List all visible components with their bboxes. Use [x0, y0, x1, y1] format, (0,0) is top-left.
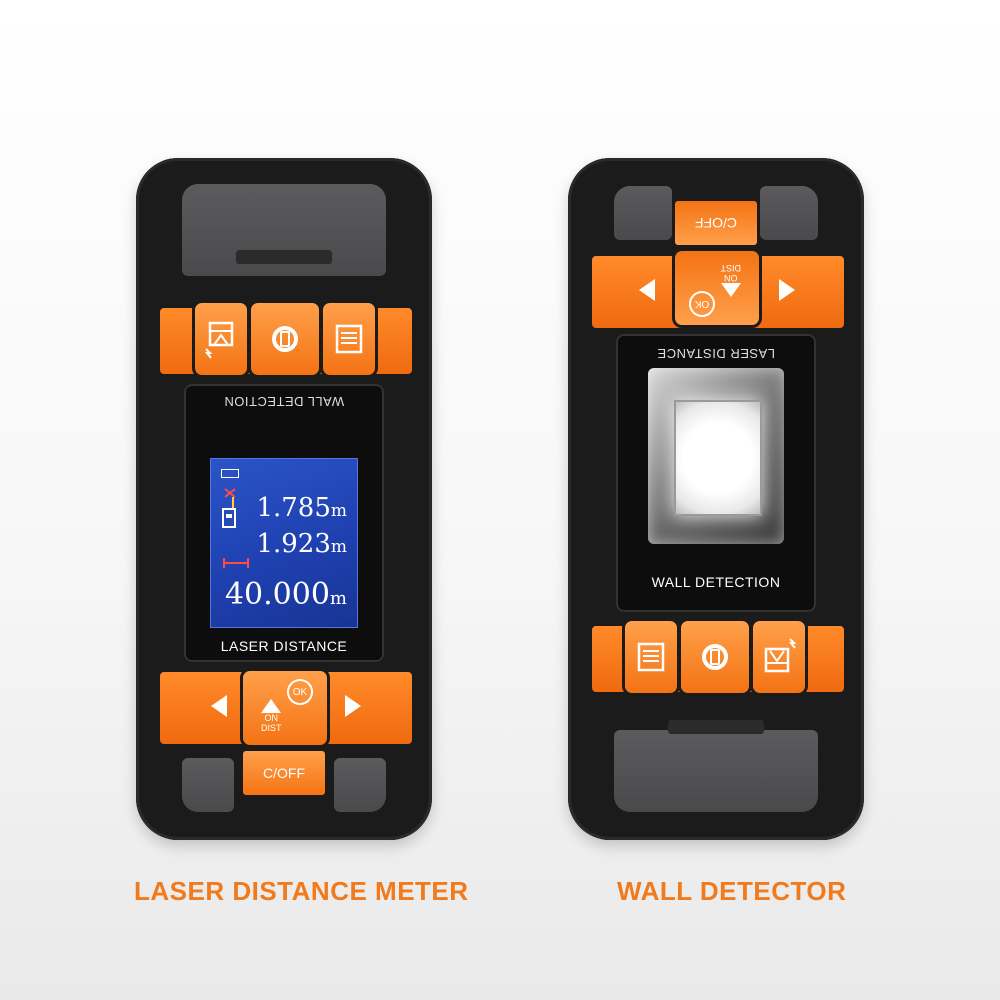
ok-badge: OK [287, 679, 313, 705]
right-caption: WALL DETECTOR [617, 876, 847, 906]
left-arrow-icon [639, 279, 655, 301]
laser-level-icon [204, 321, 234, 359]
reading-3: 40.000m [224, 577, 347, 612]
screen-bottom-label: WALL DETECTION [651, 574, 781, 590]
power-icon [702, 644, 728, 670]
screen-bezel: WALL DETECTION 1.785m 1.923m 40.000m LAS… [184, 384, 384, 662]
bottom-grip-plate [182, 758, 234, 812]
wall-mode-button[interactable] [622, 618, 680, 696]
top-slot [236, 250, 332, 264]
screen-top-label: LASER DISTANCE [657, 346, 776, 361]
left-arrow-button[interactable] [190, 672, 248, 740]
power-icon [272, 326, 298, 352]
left-arrow-icon [211, 695, 227, 717]
ok-dist-button[interactable]: OK ON DIST [672, 248, 762, 328]
bottom-grip-plate [614, 730, 818, 812]
wall-scan-icon [335, 324, 363, 354]
wall-detector: C/OFF OK ON DIST LASER DISTANCE WALL DET… [568, 158, 864, 840]
scan-window [674, 400, 762, 516]
lcd-display: 1.785m 1.923m 40.000m [210, 458, 358, 628]
laser-target-icon [222, 488, 236, 528]
ok-dist-button[interactable]: OK ON DIST [240, 668, 330, 748]
laser-mode-button[interactable] [192, 300, 250, 378]
reading-2: 1.923m [256, 529, 347, 559]
right-arrow-button[interactable] [758, 256, 816, 324]
laser-distance-meter: WALL DETECTION 1.785m 1.923m 40.000m LAS… [136, 158, 432, 840]
left-arrow-button[interactable] [618, 256, 676, 324]
screen-top-label: WALL DETECTION [223, 394, 345, 409]
top-grip-plate-left [614, 186, 672, 240]
dist-label: DIST [720, 263, 741, 273]
c-off-button[interactable]: C/OFF [240, 748, 328, 798]
distance-ruler-icon [223, 558, 249, 568]
battery-icon [221, 469, 239, 478]
laser-mode-button[interactable] [750, 618, 808, 696]
bottom-slot [668, 720, 764, 734]
screen-bottom-label: LASER DISTANCE [220, 638, 348, 654]
screen-bezel: LASER DISTANCE WALL DETECTION [616, 334, 816, 612]
reading-1: 1.785m [256, 493, 347, 523]
right-arrow-button[interactable] [324, 672, 382, 740]
top-grip-plate-right [760, 186, 818, 240]
on-label: ON [724, 273, 738, 283]
c-off-button[interactable]: C/OFF [672, 198, 760, 248]
right-arrow-icon [345, 695, 361, 717]
power-button[interactable] [248, 300, 322, 378]
wall-mode-button[interactable] [320, 300, 378, 378]
ok-badge: OK [689, 291, 715, 317]
power-button[interactable] [678, 618, 752, 696]
bottom-grip-plate-right [334, 758, 386, 812]
wall-scan-icon [637, 642, 665, 672]
left-caption: LASER DISTANCE METER [134, 876, 469, 906]
on-dist-icon: ON DIST [261, 699, 282, 733]
on-label: ON [264, 713, 279, 723]
wall-scan-display [648, 368, 784, 544]
laser-level-icon [764, 638, 796, 673]
on-dist-icon: ON DIST [720, 263, 741, 297]
dist-label: DIST [261, 723, 282, 733]
right-arrow-icon [779, 279, 795, 301]
